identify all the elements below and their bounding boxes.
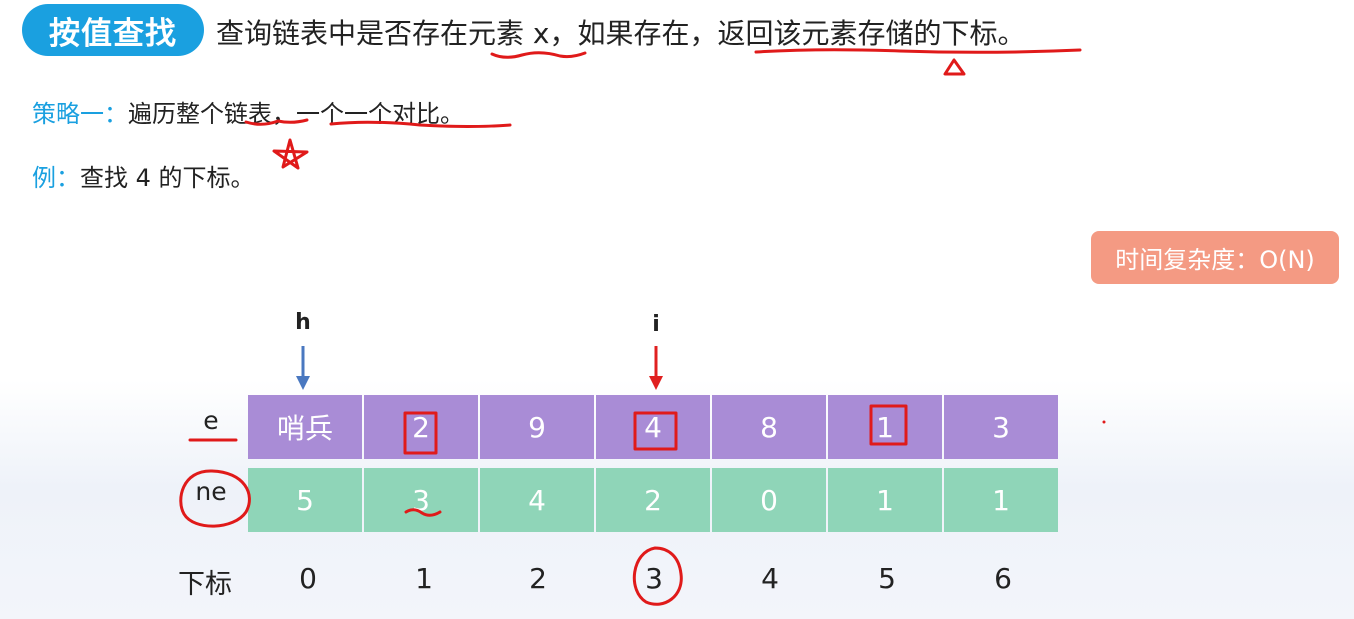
title-description: 查询链表中是否存在元素 x，如果存在，返回该元素存储的下标。 — [216, 17, 1026, 50]
e-cell-4: 8 — [712, 395, 826, 459]
strategy-label: 策略一： — [32, 100, 128, 128]
e-cell-2: 9 — [480, 395, 594, 459]
ne-cell-5: 1 — [828, 468, 942, 532]
strategy-text: 遍历整个链表，一个一个对比。 — [128, 100, 464, 128]
row-label-index: 下标 — [178, 569, 232, 600]
ne-cell-6: 1 — [944, 468, 1058, 532]
ne-cell-2: 4 — [480, 468, 594, 532]
index-cell-3: 3 — [645, 562, 663, 595]
iter-pointer-label: i — [652, 312, 660, 337]
ne-cell-3: 2 — [596, 468, 710, 532]
e-cell-6: 3 — [944, 395, 1058, 459]
e-cell-5: 1 — [828, 395, 942, 459]
ne-cell-4: 0 — [712, 468, 826, 532]
e-cell-1: 2 — [364, 395, 478, 459]
index-cell-2: 2 — [529, 562, 547, 595]
complexity-badge: 时间复杂度：O(N) — [1091, 231, 1339, 284]
strategy-line: 策略一：遍历整个链表，一个一个对比。 — [32, 94, 464, 129]
row-label-e: e — [203, 406, 219, 435]
example-line: 例：查找 4 的下标。 — [32, 158, 255, 193]
ne-cell-1: 3 — [364, 468, 478, 532]
example-label: 例： — [32, 164, 80, 192]
iter-pointer-arrow — [649, 346, 663, 390]
index-cell-4: 4 — [761, 562, 779, 595]
star-mark — [272, 138, 309, 170]
index-cell-5: 5 — [878, 562, 896, 595]
row-label-ne: ne — [195, 477, 227, 506]
e-cell-0: 哨兵 — [248, 395, 362, 459]
index-cell-0: 0 — [299, 562, 317, 595]
e-cell-3: 4 — [596, 395, 710, 459]
index-cell-6: 6 — [994, 562, 1012, 595]
head-pointer-label: h — [295, 310, 311, 335]
underline-element-x — [490, 51, 587, 59]
title-badge: 按值查找 — [22, 4, 204, 56]
example-text: 查找 4 的下标。 — [80, 164, 255, 192]
ne-cell-0: 5 — [248, 468, 362, 532]
head-pointer-arrow — [296, 346, 310, 390]
triangle-mark — [943, 58, 966, 76]
index-cell-1: 1 — [415, 562, 433, 595]
